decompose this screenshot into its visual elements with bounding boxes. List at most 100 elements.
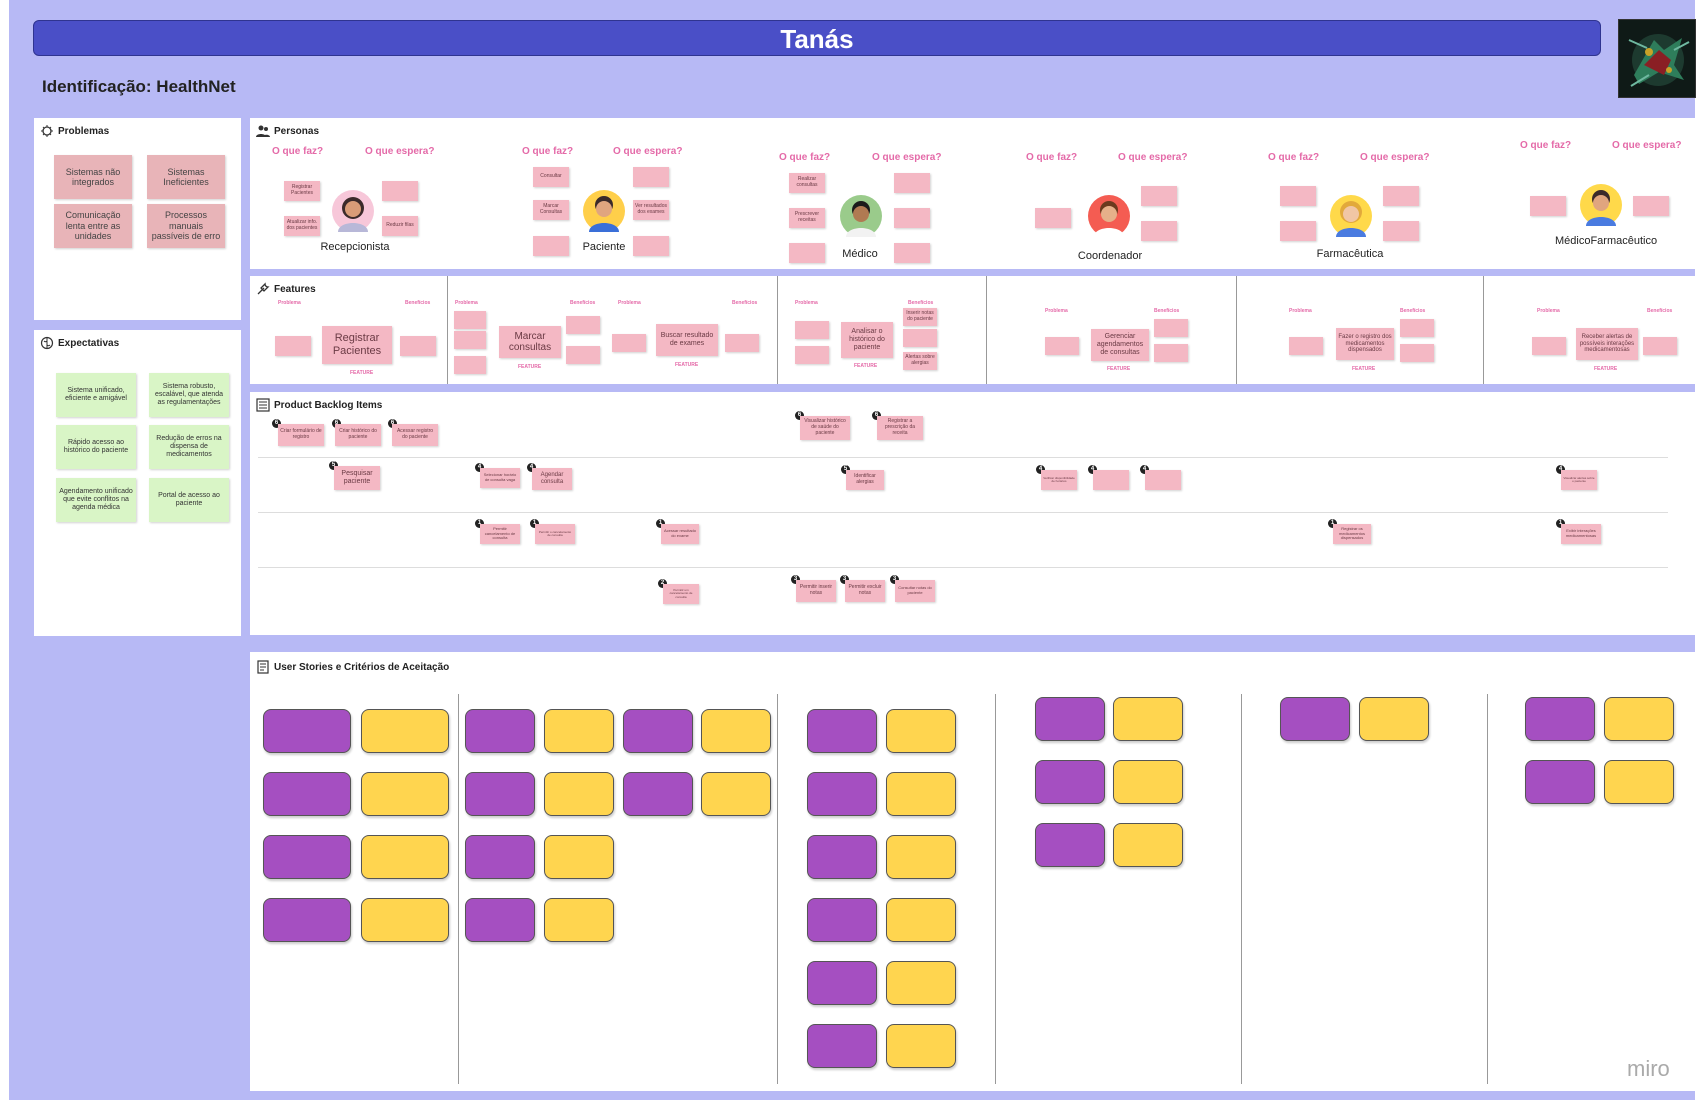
backlog-item[interactable]: Permitir um cancelamento de consulta (663, 584, 699, 604)
persona-note[interactable]: Prescrever receitas (789, 208, 825, 228)
persona-note[interactable]: Realizar consultas (789, 173, 825, 193)
backlog-item[interactable]: Visualizar alertas sobre o paciente (1561, 470, 1597, 490)
persona-note[interactable] (1280, 186, 1316, 206)
persona-note[interactable] (1141, 221, 1177, 241)
user-story-card[interactable] (1035, 823, 1105, 867)
acceptance-criteria-card[interactable] (1359, 697, 1429, 741)
acceptance-criteria-card[interactable] (886, 709, 956, 753)
user-story-card[interactable] (465, 709, 535, 753)
feature-note[interactable] (275, 336, 311, 356)
acceptance-criteria-card[interactable] (1113, 697, 1183, 741)
backlog-item[interactable] (1093, 470, 1129, 490)
user-story-card[interactable] (807, 709, 877, 753)
backlog-item[interactable]: Permitir o cancelamento de consulta (535, 524, 575, 544)
feature-note[interactable]: Marcar consultas (499, 326, 561, 358)
persona-note[interactable]: Marcar Consultas (533, 200, 569, 220)
feature-note[interactable] (454, 311, 486, 329)
acceptance-criteria-card[interactable] (1113, 760, 1183, 804)
feature-note[interactable] (454, 331, 486, 349)
problem-note[interactable]: Sistemas Ineficientes (147, 155, 225, 199)
backlog-item[interactable]: Acessar registro do paciente (392, 424, 438, 446)
persona-note[interactable] (1280, 221, 1316, 241)
acceptance-criteria-card[interactable] (1604, 760, 1674, 804)
persona-note[interactable] (633, 167, 669, 187)
persona-note[interactable] (1141, 186, 1177, 206)
expectation-note[interactable]: Sistema robusto, escalável, que atenda a… (149, 373, 229, 417)
persona-note[interactable] (1035, 208, 1071, 228)
acceptance-criteria-card[interactable] (544, 898, 614, 942)
feature-note[interactable] (566, 316, 600, 334)
feature-note[interactable] (400, 336, 436, 356)
feature-note[interactable] (1045, 337, 1079, 355)
persona-note[interactable]: Registrar Pacientes (284, 181, 320, 201)
backlog-item[interactable]: Selecionar horário de consulta vaga (480, 468, 520, 488)
user-story-card[interactable] (465, 772, 535, 816)
feature-note[interactable]: Alertas sobre alergias (903, 352, 937, 370)
backlog-item[interactable]: Permitir cancelamento de consulta (480, 524, 520, 544)
feature-note[interactable] (1289, 337, 1323, 355)
user-story-card[interactable] (1035, 697, 1105, 741)
backlog-item[interactable]: Identificar alergias (846, 470, 884, 490)
feature-note[interactable] (1400, 319, 1434, 337)
persona-note[interactable] (1530, 196, 1566, 216)
feature-note[interactable] (612, 334, 646, 352)
persona-note[interactable] (894, 208, 930, 228)
feature-note[interactable]: Inserir notas do paciente (903, 308, 937, 326)
user-story-card[interactable] (623, 772, 693, 816)
backlog-item[interactable]: Permitir inserir notas (796, 580, 836, 602)
persona-note[interactable]: Reduzir filas (382, 216, 418, 236)
acceptance-criteria-card[interactable] (544, 835, 614, 879)
user-story-card[interactable] (263, 709, 351, 753)
backlog-item[interactable]: Criar histórico do paciente (335, 424, 381, 446)
backlog-item[interactable]: Agendar consulta (532, 468, 572, 490)
user-story-card[interactable] (263, 772, 351, 816)
acceptance-criteria-card[interactable] (701, 772, 771, 816)
backlog-item[interactable]: Permitir excluir notas (845, 580, 885, 602)
backlog-item[interactable]: Visualizar histórico de saúde do pacient… (800, 416, 850, 440)
acceptance-criteria-card[interactable] (701, 709, 771, 753)
persona-note[interactable]: Ver resultados dos exames (633, 200, 669, 220)
feature-note[interactable] (1154, 319, 1188, 337)
feature-note[interactable]: Fazer o registro dos medicamentos dispen… (1336, 328, 1394, 360)
acceptance-criteria-card[interactable] (361, 772, 449, 816)
user-story-card[interactable] (263, 898, 351, 942)
feature-note[interactable] (1532, 337, 1566, 355)
backlog-item[interactable]: Criar formulário de registro (278, 424, 324, 446)
feature-note[interactable]: Analisar o histórico do paciente (841, 322, 893, 358)
user-story-card[interactable] (807, 772, 877, 816)
backlog-item[interactable]: Registrar a prescrição da receita (877, 416, 923, 440)
feature-note[interactable]: Gerenciar agendamentos de consultas (1091, 329, 1149, 361)
acceptance-criteria-card[interactable] (361, 835, 449, 879)
expectation-note[interactable]: Rápido acesso ao histórico do paciente (56, 425, 136, 469)
persona-note[interactable] (1383, 186, 1419, 206)
user-story-card[interactable] (263, 835, 351, 879)
acceptance-criteria-card[interactable] (1113, 823, 1183, 867)
acceptance-criteria-card[interactable] (1604, 697, 1674, 741)
backlog-item[interactable]: Pesquisar paciente (334, 466, 380, 490)
persona-note[interactable] (382, 181, 418, 201)
feature-note[interactable] (1154, 344, 1188, 362)
expectation-note[interactable]: Sistema unificado, eficiente e amigável (56, 373, 136, 417)
user-story-card[interactable] (1035, 760, 1105, 804)
persona-note[interactable] (894, 243, 930, 263)
expectation-note[interactable]: Portal de acesso ao paciente (149, 478, 229, 522)
user-story-card[interactable] (807, 1024, 877, 1068)
acceptance-criteria-card[interactable] (886, 961, 956, 1005)
persona-note[interactable] (1383, 221, 1419, 241)
problem-note[interactable]: Sistemas não integrados (54, 155, 132, 199)
persona-note[interactable] (894, 173, 930, 193)
persona-note[interactable] (789, 243, 825, 263)
backlog-item[interactable]: Verificar disponibilidade de horários (1041, 470, 1077, 490)
feature-note[interactable] (1643, 337, 1677, 355)
user-story-card[interactable] (465, 898, 535, 942)
user-story-card[interactable] (1280, 697, 1350, 741)
feature-note[interactable] (795, 346, 829, 364)
user-story-card[interactable] (1525, 760, 1595, 804)
expectation-note[interactable]: Redução de erros na dispensa de medicame… (149, 425, 229, 469)
feature-note[interactable] (795, 321, 829, 339)
user-story-card[interactable] (807, 961, 877, 1005)
persona-note[interactable] (1633, 196, 1669, 216)
feature-note[interactable]: Receber alertas de possíveis interações … (1576, 328, 1638, 360)
backlog-item[interactable]: Exibir interações medicamentosas (1561, 524, 1601, 544)
backlog-item[interactable]: Consultar notas do paciente (895, 580, 935, 602)
